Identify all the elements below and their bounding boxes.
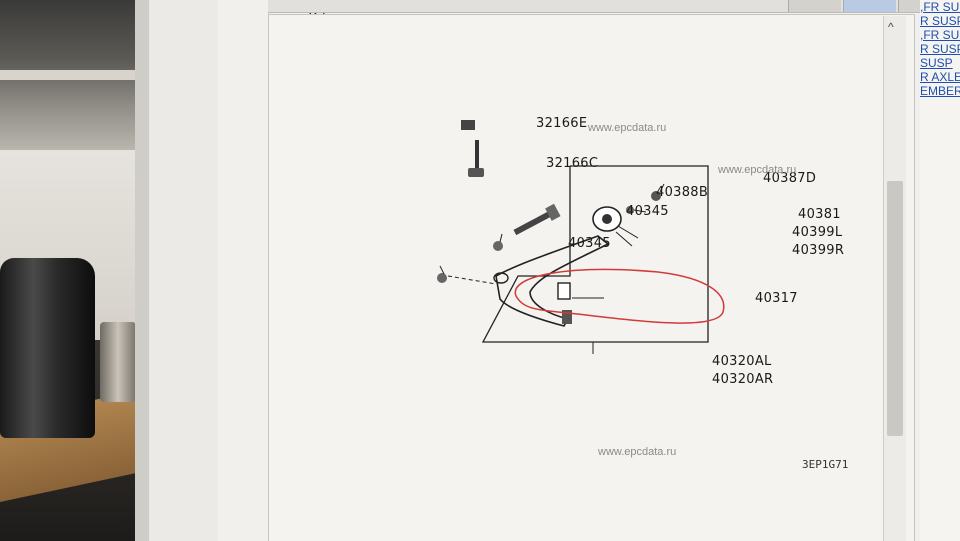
- monitor-bezel-edge: [135, 0, 149, 541]
- monitor-screen: 321 32: [150, 0, 960, 541]
- part-label-40345-lower[interactable]: 40345: [568, 236, 611, 251]
- left-column: [150, 0, 221, 541]
- category-link[interactable]: SUSP: [920, 56, 953, 70]
- category-link[interactable]: ,FR SUS: [920, 0, 960, 14]
- nut-40387d-icon: [651, 191, 661, 201]
- bolt-40388b-icon: [513, 203, 561, 236]
- bushing-40317-icon: [557, 282, 571, 300]
- part-label-40320ar[interactable]: 40320AR: [712, 372, 774, 387]
- parts-diagram: 32166E 32166C 40388B 40345 40345 40387D …: [268, 14, 913, 541]
- toolbar: [268, 0, 958, 13]
- part-label-40399r[interactable]: 40399R: [792, 243, 845, 258]
- toolbar-button-active[interactable]: [843, 0, 896, 12]
- vertical-scrollbar[interactable]: ^: [883, 16, 906, 541]
- nut-40345-upper-icon: [493, 241, 503, 251]
- jars: [100, 322, 136, 402]
- category-link[interactable]: R AXLE: [920, 70, 960, 84]
- bolt-32166e-icon: [461, 120, 475, 130]
- part-label-40320al[interactable]: 40320AL: [712, 354, 772, 369]
- drawing-panel: [268, 14, 915, 541]
- part-label-32166e[interactable]: 32166E: [536, 116, 588, 131]
- watermark: www.epcdata.ru: [588, 122, 667, 134]
- category-link[interactable]: R SUSP: [920, 14, 960, 28]
- lower-control-arm-icon: [495, 235, 610, 327]
- washer-40381-icon: [626, 206, 634, 214]
- watermark: www.epcdata.ru: [598, 446, 677, 458]
- ball-joint-icon: [562, 310, 572, 324]
- part-label-40388b[interactable]: 40388B: [656, 185, 709, 200]
- part-label-40345-upper[interactable]: 40345: [626, 204, 669, 219]
- nut-40345-lower-icon: [437, 273, 447, 283]
- scroll-up-icon[interactable]: ^: [888, 20, 894, 34]
- category-link[interactable]: ,FR SUS: [920, 28, 960, 42]
- kettle: [0, 258, 95, 438]
- drawing-code: 3EP1G71: [802, 458, 849, 471]
- part-label-40399l[interactable]: 40399L: [792, 225, 843, 240]
- part-label-40387d[interactable]: 40387D: [763, 171, 817, 186]
- diagram-drawing: [437, 120, 725, 354]
- toolbar-button[interactable]: [788, 0, 841, 12]
- bushing-40399-icon: [592, 206, 622, 232]
- group-frame: [481, 165, 709, 343]
- part-label-32166c[interactable]: 32166C: [546, 156, 599, 171]
- bolt-32166c-icon: [468, 140, 484, 177]
- right-link-list: ,FR SUSR SUSP,FR SUSR SUSPSUSPR AXLEEMBE…: [920, 0, 960, 541]
- scroll-thumb[interactable]: [887, 181, 903, 436]
- part-label-40381[interactable]: 40381: [798, 207, 841, 222]
- shelf-edge: [0, 70, 135, 80]
- room-background: [0, 0, 150, 541]
- thumbnail-column: 321 32: [218, 0, 345, 541]
- watermark: www.epcdata.ru: [718, 164, 797, 176]
- category-link[interactable]: EMBER,: [920, 84, 960, 98]
- highlight-circle: [514, 268, 725, 324]
- part-label-40317[interactable]: 40317: [755, 291, 798, 306]
- category-link[interactable]: R SUSP: [920, 42, 960, 56]
